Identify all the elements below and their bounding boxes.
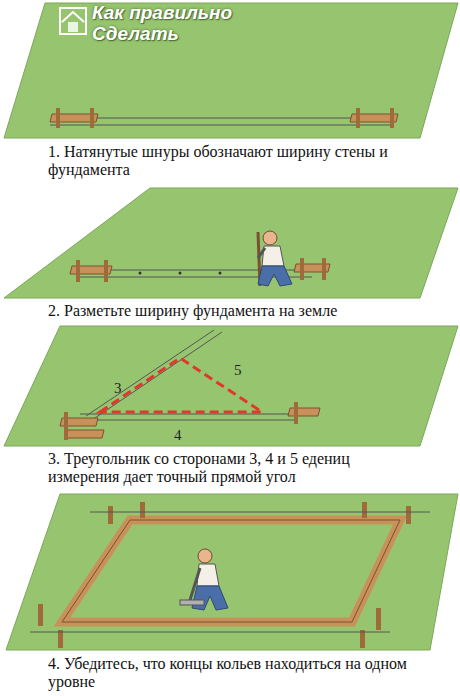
watermark: Как правильно Сделать bbox=[92, 2, 242, 44]
formwork-frame bbox=[30, 502, 430, 648]
stakes-and-strings bbox=[70, 258, 330, 282]
ground-panel bbox=[4, 188, 458, 298]
step-caption: 1. Натянутые шнуры обозначают ширину сте… bbox=[48, 143, 408, 179]
right-triangle bbox=[100, 358, 262, 412]
ground-panel bbox=[6, 494, 458, 650]
worker-figure bbox=[180, 549, 228, 610]
step-caption: 3. Треугольник со сторонами 3, 4 и 5 еде… bbox=[48, 450, 408, 486]
logo-icon bbox=[60, 8, 86, 34]
ground-panel bbox=[4, 326, 458, 446]
stakes-and-strings bbox=[50, 108, 398, 128]
side-length: 3 bbox=[112, 380, 124, 396]
side-length: 5 bbox=[232, 362, 244, 378]
worker-figure bbox=[258, 231, 292, 286]
step-caption: 4. Убедитесь, что концы кольев находитьс… bbox=[48, 655, 408, 691]
ground-panel bbox=[4, 3, 458, 138]
stakes-and-strings bbox=[60, 330, 320, 440]
side-length: 4 bbox=[172, 427, 184, 443]
step-caption: 2. Разметьте ширину фундамента на земле bbox=[48, 302, 428, 320]
